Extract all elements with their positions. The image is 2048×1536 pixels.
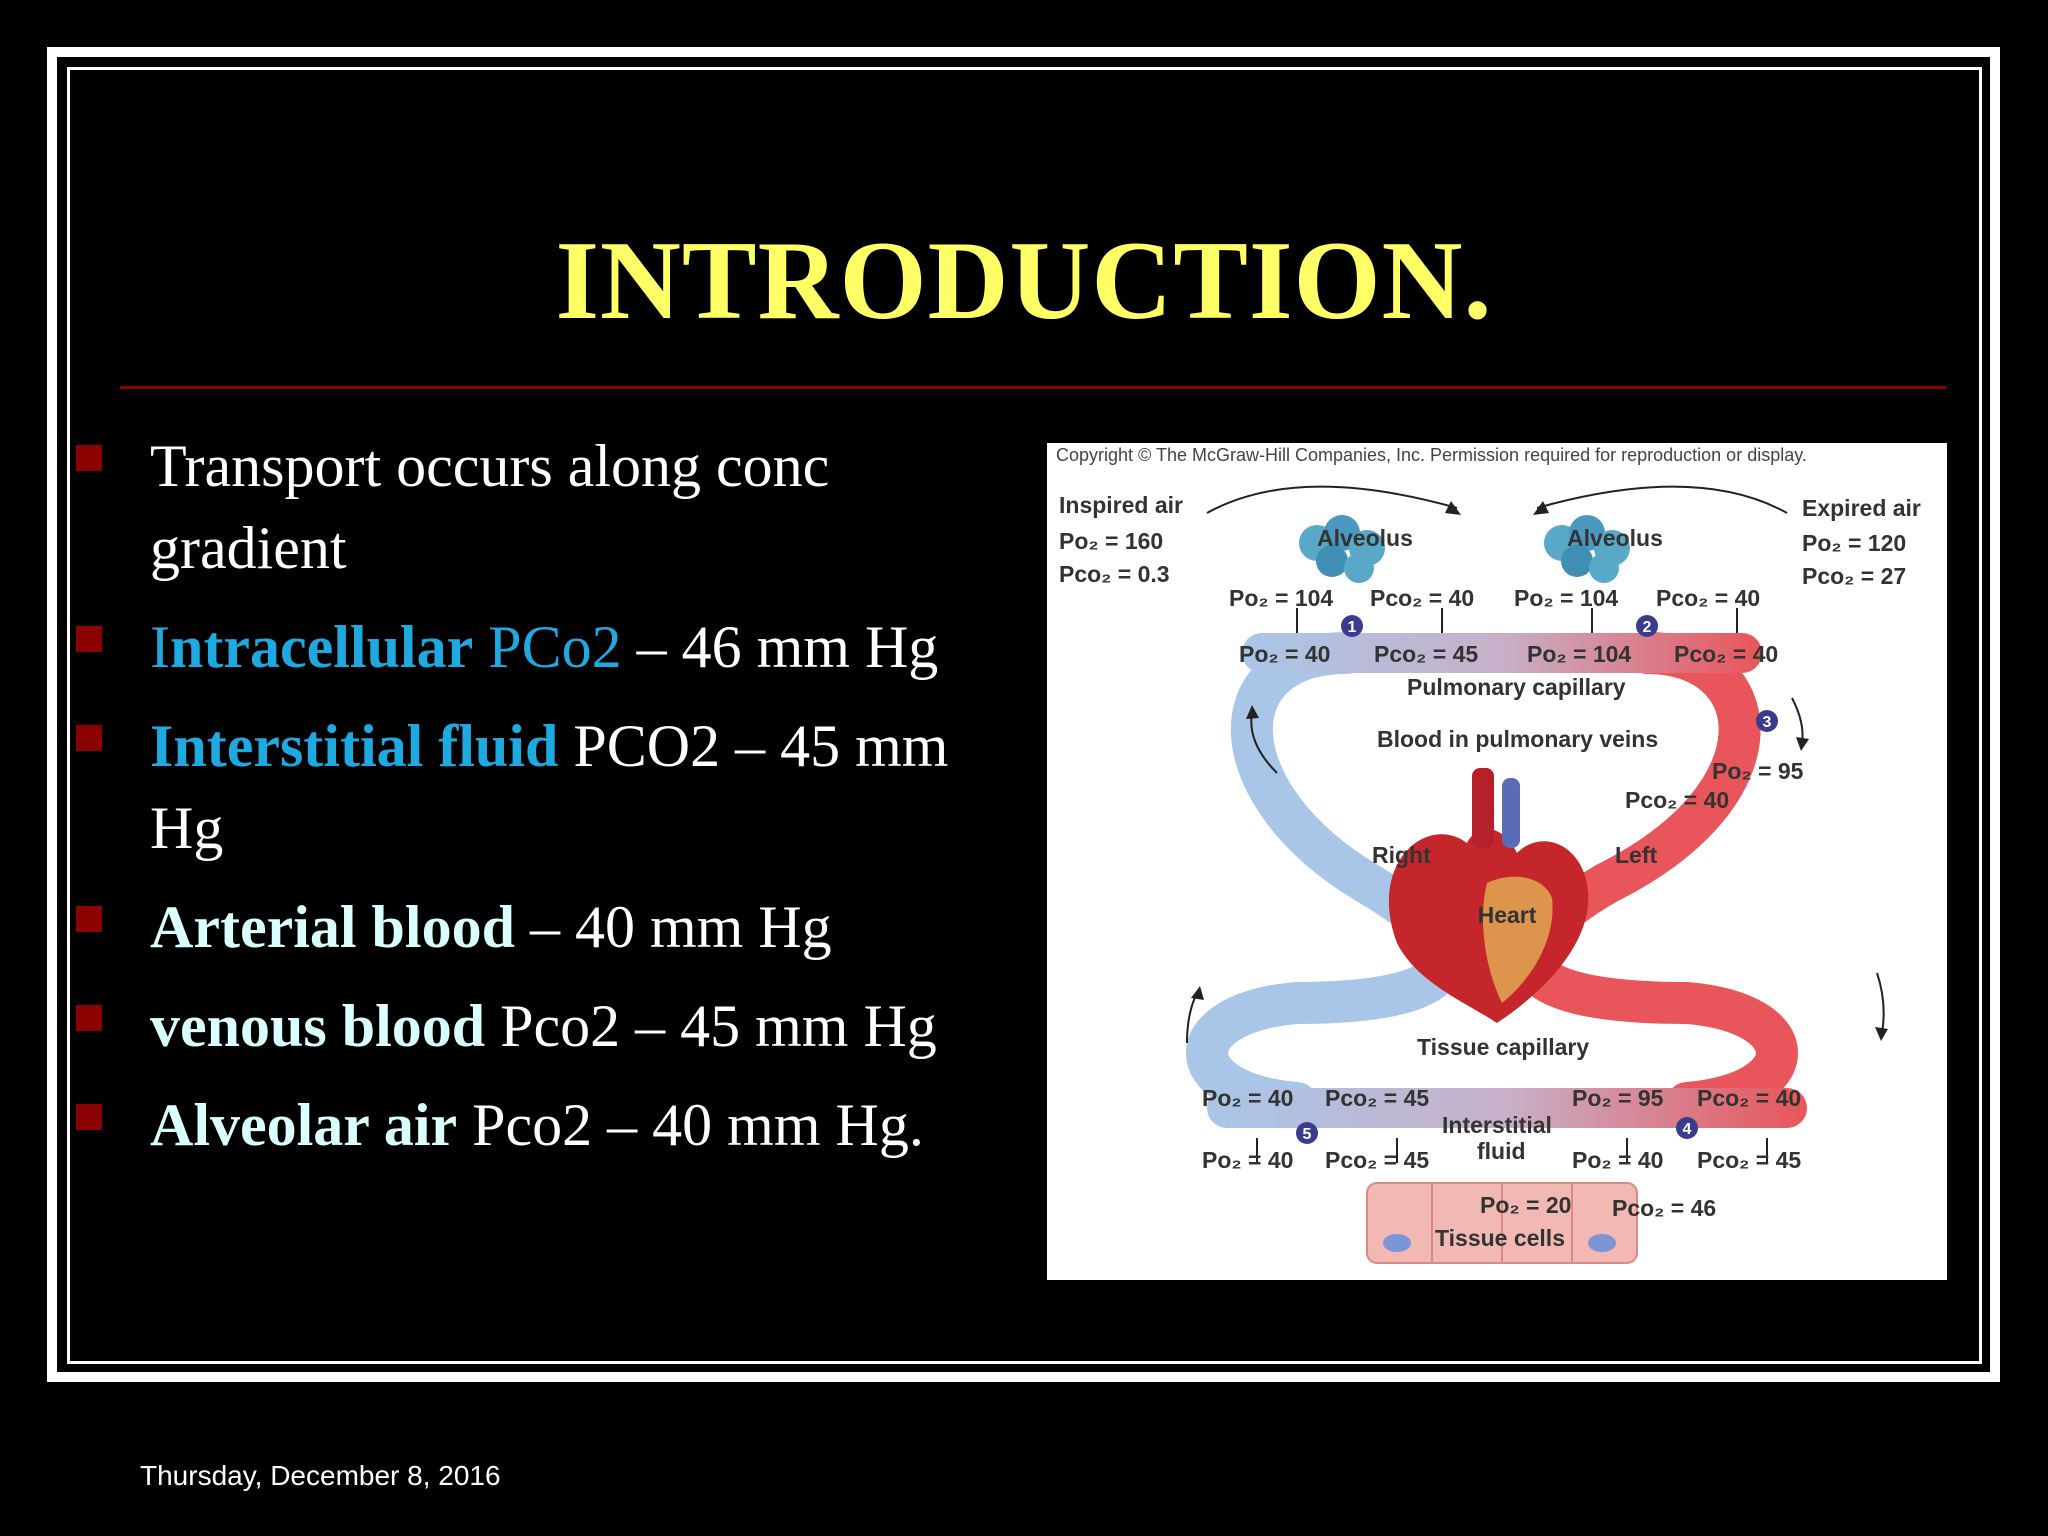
bullet-item: venous blood Pco2 – 45 mm Hg xyxy=(70,985,1030,1067)
inspired-pco2: Pco₂ = 0.3 xyxy=(1059,561,1170,587)
bullet-text: – 46 mm Hg xyxy=(621,614,939,680)
flow-arrow-icon xyxy=(1246,705,1259,719)
title-divider xyxy=(120,386,1946,389)
step-badge-1: 1 xyxy=(1341,615,1363,637)
interstitial-label-1: Interstitial xyxy=(1442,1112,1552,1138)
diagram-svg: Copyright © The McGraw-Hill Companies, I… xyxy=(1056,445,1921,1264)
step-badge-4: 4 xyxy=(1676,1117,1698,1139)
inspired-air-arrow-icon xyxy=(1445,501,1461,515)
tissue-bottom-right-po2: Po₂ = 40 xyxy=(1572,1147,1663,1173)
slide-frame-inner xyxy=(67,67,1982,1364)
bullet-term: Alveolar air xyxy=(150,1092,458,1158)
exchange-arrows xyxy=(1256,608,1768,1163)
expired-pco2: Pco₂ = 27 xyxy=(1802,563,1906,589)
bullet-square-icon xyxy=(76,1005,102,1031)
bullet-term: Interstitial fluid xyxy=(150,713,559,779)
svg-text:3: 3 xyxy=(1763,714,1772,731)
bullet-square-icon xyxy=(76,445,102,471)
step-badge-5: 5 xyxy=(1296,1122,1318,1144)
pulmonary-veins-label: Blood in pulmonary veins xyxy=(1377,726,1658,752)
bullet-square-icon xyxy=(76,1104,102,1130)
bullet-text: Pco2 – 45 mm Hg xyxy=(485,993,937,1059)
tissue-bottom-right-pco2: Pco₂ = 45 xyxy=(1697,1147,1801,1173)
svg-text:5: 5 xyxy=(1303,1126,1312,1143)
copyright-text: Copyright © The McGraw-Hill Companies, I… xyxy=(1056,445,1807,465)
tissue-bottom-left-po2: Po₂ = 40 xyxy=(1202,1147,1293,1173)
bullet-item: Intracellular PCo2 – 46 mm Hg xyxy=(70,606,1030,688)
vein-po2: Po₂ = 95 xyxy=(1712,758,1804,784)
bullet-term-suffix: PCo2 xyxy=(473,614,622,680)
heart-icon xyxy=(1388,768,1589,1023)
capillary-left-po2: Po₂ = 40 xyxy=(1239,641,1330,667)
capillary-right-po2: Po₂ = 104 xyxy=(1527,641,1631,667)
capillary-left-pco2: Pco₂ = 45 xyxy=(1374,641,1478,667)
flow-arrow-icon xyxy=(1875,1027,1888,1041)
pulmonary-capillary-vessel xyxy=(1242,633,1762,673)
tissue-top-right-pco2: Pco₂ = 40 xyxy=(1697,1085,1801,1111)
slide-title: INTRODUCTION. xyxy=(555,219,1493,343)
tissue-cell-po2: Po₂ = 20 xyxy=(1480,1192,1571,1218)
capillary-right-pco2: Pco₂ = 40 xyxy=(1674,641,1778,667)
left-side-label: Left xyxy=(1615,842,1658,868)
bullet-text: Transport occurs along conc gradient xyxy=(150,433,830,581)
slide-frame-outer xyxy=(47,47,2000,1382)
bullet-square-icon xyxy=(76,725,102,751)
tissue-bottom-left-pco2: Pco₂ = 45 xyxy=(1325,1147,1429,1173)
alveolus-right-label: Alveolus xyxy=(1567,525,1663,551)
right-side-label: Right xyxy=(1372,842,1431,868)
bullet-list: Transport occurs along conc gradient Int… xyxy=(70,425,1030,1183)
tissue-cells-label: Tissue cells xyxy=(1435,1225,1565,1251)
tissue-cells-icon xyxy=(1366,1182,1638,1264)
alveolus-right-pco2: Pco₂ = 40 xyxy=(1656,585,1760,611)
pulmonary-capillary-label: Pulmonary capillary xyxy=(1407,674,1626,700)
alveolus-left-label: Alveolus xyxy=(1317,525,1413,551)
flow-arrow-icon xyxy=(1791,697,1804,744)
expired-air-arrow-icon xyxy=(1533,501,1549,515)
bullet-text: Pco2 – 40 mm Hg. xyxy=(457,1092,924,1158)
expired-air-label: Expired air xyxy=(1802,495,1921,521)
bullet-item: Transport occurs along conc gradient xyxy=(70,425,1030,589)
vein-pco2: Pco₂ = 40 xyxy=(1625,787,1729,813)
gas-exchange-diagram: Copyright © The McGraw-Hill Companies, I… xyxy=(1047,443,1947,1280)
slide-date: Thursday, December 8, 2016 xyxy=(140,1460,501,1491)
flow-arrow-icon xyxy=(1876,972,1885,1034)
step-badge-2: 2 xyxy=(1636,615,1658,637)
inspired-air-arrow-icon xyxy=(1206,485,1458,514)
expired-air-arrow-icon xyxy=(1536,485,1788,514)
expired-po2: Po₂ = 120 xyxy=(1802,530,1906,556)
interstitial-label-2: fluid xyxy=(1477,1138,1526,1164)
flow-arrow-icon xyxy=(1191,986,1204,1000)
step-badge-3: 3 xyxy=(1756,710,1778,732)
tissue-capillary-label: Tissue capillary xyxy=(1417,1034,1589,1060)
flow-arrow-icon xyxy=(1796,737,1809,751)
bullet-term: venous blood xyxy=(150,993,486,1059)
tissue-cell-pco2: Pco₂ = 46 xyxy=(1612,1195,1716,1221)
alveolus-left-icon xyxy=(1299,515,1385,583)
bullet-item: Alveolar air Pco2 – 40 mm Hg. xyxy=(70,1084,1030,1166)
alveolus-left-pco2: Pco₂ = 40 xyxy=(1370,585,1474,611)
bullet-text: PCO2 – 45 mm Hg xyxy=(150,713,949,861)
bullet-item: Interstitial fluid PCO2 – 45 mm Hg xyxy=(70,705,1030,869)
tissue-capillary-vessel xyxy=(1207,1088,1807,1128)
alveolus-right-po2: Po₂ = 104 xyxy=(1514,585,1618,611)
svg-text:4: 4 xyxy=(1683,1121,1692,1138)
bullet-item: Arterial blood – 40 mm Hg xyxy=(70,886,1030,968)
inspired-po2: Po₂ = 160 xyxy=(1059,528,1163,554)
alveolus-left-po2: Po₂ = 104 xyxy=(1229,585,1333,611)
bullet-term-initial: I xyxy=(150,614,170,680)
bullet-square-icon xyxy=(76,906,102,932)
svg-text:2: 2 xyxy=(1643,619,1652,636)
bullet-term: ntracellular xyxy=(169,614,474,680)
alveolus-right-icon xyxy=(1544,515,1630,583)
bullet-text: – 40 mm Hg xyxy=(514,894,832,960)
heart-label: Heart xyxy=(1478,902,1537,928)
svg-text:1: 1 xyxy=(1348,619,1357,636)
bullet-term: Arterial blood xyxy=(150,894,515,960)
tissue-top-left-po2: Po₂ = 40 xyxy=(1202,1085,1293,1111)
tissue-top-right-po2: Po₂ = 95 xyxy=(1572,1085,1664,1111)
tissue-top-left-pco2: Pco₂ = 45 xyxy=(1325,1085,1429,1111)
bullet-square-icon xyxy=(76,626,102,652)
inspired-air-label: Inspired air xyxy=(1059,492,1183,518)
